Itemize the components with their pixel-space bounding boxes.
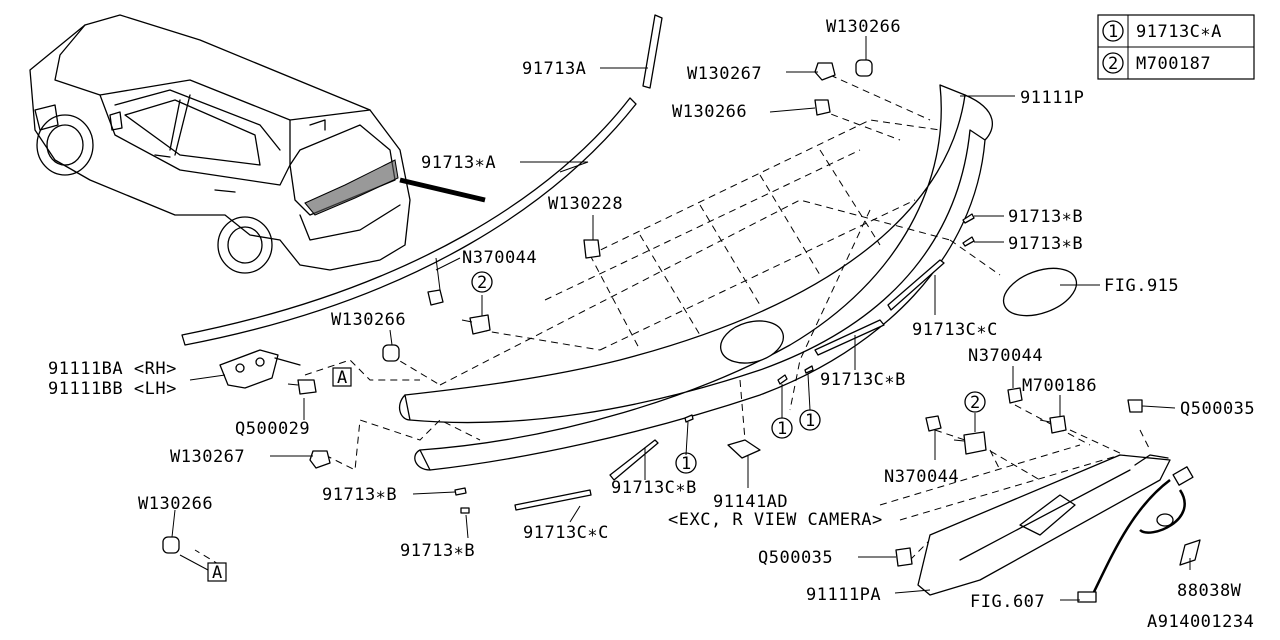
camera-bracket-91141ad — [727, 439, 761, 459]
reference-boxes: A A — [207, 367, 352, 583]
legend-num-1: 1 — [1108, 22, 1119, 42]
label-91111ba: 91111BA <RH> — [48, 359, 177, 379]
legend-part-2: M700187 — [1136, 54, 1211, 74]
harness — [1077, 466, 1201, 603]
garnish-91111pa — [917, 454, 1171, 596]
label-91713c-b-low: 91713C∗B — [611, 478, 697, 498]
label-camera-note: <EXC, R VIEW CAMERA> — [668, 510, 883, 530]
label-q500035-right: Q500035 — [1180, 399, 1255, 419]
label-91713-b-2: 91713∗B — [1008, 234, 1083, 254]
label-n370044-top: N370044 — [462, 248, 537, 268]
part-labels: W130266 91713A W130267 91111P W130266 91… — [48, 17, 1255, 632]
vehicle-illustration — [29, 14, 486, 274]
callout-1-c: 1 — [681, 454, 692, 474]
garnish-91111p — [398, 84, 1078, 471]
label-91111p: 91111P — [1020, 88, 1084, 108]
label-91141ad: 91141AD — [713, 492, 788, 512]
callout-1-a: 1 — [777, 419, 788, 439]
label-91713a: 91713A — [522, 59, 586, 79]
label-91713c-b-mid: 91713C∗B — [820, 370, 906, 390]
label-88038w: 88038W — [1177, 581, 1242, 601]
label-91713-b-1: 91713∗B — [1008, 207, 1083, 227]
legend-num-2: 2 — [1108, 54, 1119, 74]
label-n370044-right: N370044 — [968, 346, 1043, 366]
callout-circles: 2 2 1 1 1 — [471, 271, 986, 474]
leader-lines — [171, 36, 1191, 601]
diagram-id: A914001234 — [1147, 612, 1254, 632]
label-w130266-left: W130266 — [331, 310, 406, 330]
callout-1-b: 1 — [805, 411, 816, 431]
legend-table: 1 2 91713C∗A M700187 — [1097, 14, 1255, 80]
callout-2-right: 2 — [970, 393, 981, 413]
label-w130266-bottom: W130266 — [138, 494, 213, 514]
label-91713-b-left: 91713∗B — [322, 485, 397, 505]
label-w130267-top: W130267 — [687, 64, 762, 84]
label-m700186: M700186 — [1022, 376, 1097, 396]
ref-a-upper: A — [337, 368, 348, 388]
label-n370044-low: N370044 — [884, 467, 959, 487]
label-91111pa: 91111PA — [806, 585, 881, 605]
bracket-91111b — [219, 349, 301, 389]
label-w130228: W130228 — [548, 194, 623, 214]
molding-91713a — [181, 14, 663, 346]
legend-part-1: 91713C∗A — [1136, 22, 1222, 42]
label-91713c-c-right: 91713C∗C — [912, 320, 998, 340]
label-91111bb: 91111BB <LH> — [48, 379, 177, 399]
label-fig607: FIG.607 — [970, 592, 1045, 612]
label-91713-a: 91713∗A — [421, 153, 496, 173]
mounting-grid — [194, 74, 1151, 566]
label-w130266-top: W130266 — [826, 17, 901, 37]
label-91713c-c-low: 91713C∗C — [523, 523, 609, 543]
label-91713-b-bottom: 91713∗B — [400, 541, 475, 561]
label-w130267-left: W130267 — [170, 447, 245, 467]
ref-a-lower: A — [212, 563, 223, 583]
seal-strips — [454, 213, 975, 514]
label-q500035-low: Q500035 — [758, 548, 833, 568]
callout-2-top: 2 — [477, 273, 488, 293]
label-q500029: Q500029 — [235, 419, 310, 439]
fasteners — [162, 59, 1143, 567]
label-w130266-mid: W130266 — [672, 102, 747, 122]
label-fig915: FIG.915 — [1104, 276, 1179, 296]
